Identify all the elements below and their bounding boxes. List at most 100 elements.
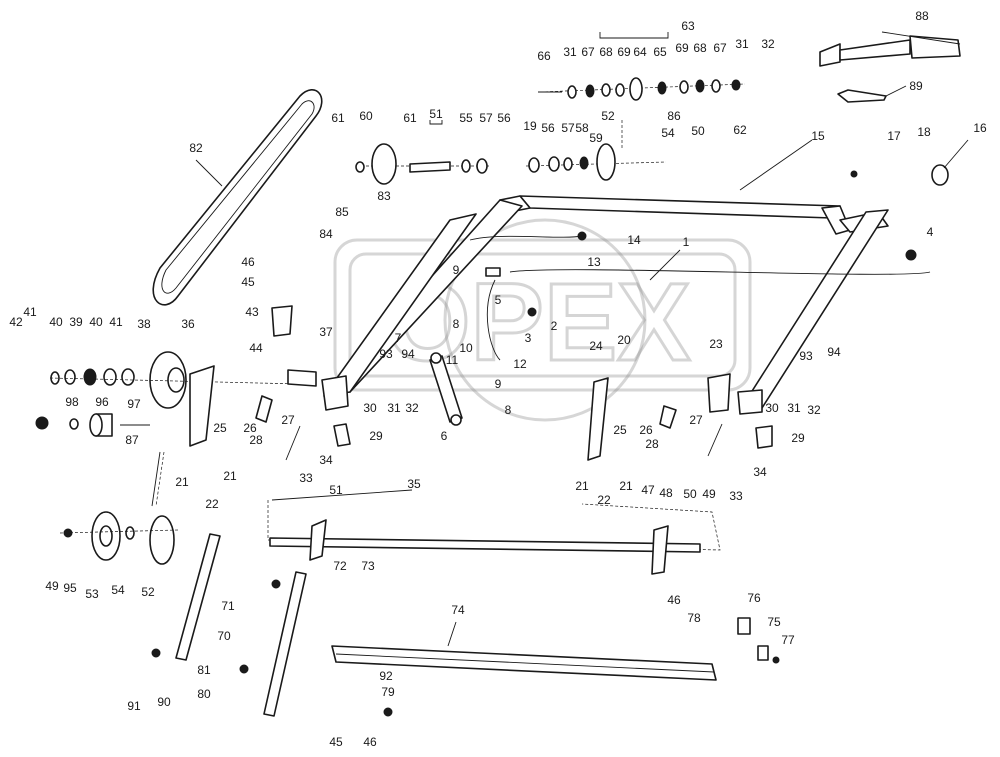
callout-90: 90 bbox=[157, 695, 171, 709]
bracket-20 bbox=[587, 377, 609, 461]
callout-76: 76 bbox=[747, 591, 761, 605]
bearing-39 bbox=[83, 368, 97, 386]
callout-2: 2 bbox=[551, 319, 558, 333]
callout-33-2: 33 bbox=[729, 489, 743, 503]
bearing-67 bbox=[585, 84, 595, 98]
pulley-53-hub bbox=[99, 525, 113, 547]
frame-right-leg bbox=[739, 209, 889, 411]
callout-30: 30 bbox=[363, 401, 377, 415]
callout-44: 44 bbox=[249, 341, 263, 355]
callout-63: 63 bbox=[681, 19, 695, 33]
right-bracket bbox=[587, 373, 773, 461]
leader-lines bbox=[195, 31, 969, 647]
shaft-35 bbox=[269, 537, 701, 553]
sprocket-64 bbox=[629, 77, 643, 101]
callout-23: 23 bbox=[709, 337, 723, 351]
callout-6: 6 bbox=[441, 429, 448, 443]
nut-81 bbox=[239, 664, 249, 674]
callout-43: 43 bbox=[245, 305, 259, 319]
sprocket-52 bbox=[149, 515, 175, 565]
callout-68: 68 bbox=[599, 45, 613, 59]
callout-9-2: 9 bbox=[495, 377, 502, 391]
bracket-36 bbox=[189, 365, 215, 447]
washer-54 bbox=[125, 526, 135, 540]
pulley-hub bbox=[167, 367, 185, 393]
callout-9: 9 bbox=[453, 263, 460, 277]
hydraulic-hose-13 bbox=[469, 235, 583, 241]
leader-89 bbox=[885, 85, 907, 97]
callout-13: 13 bbox=[587, 255, 601, 269]
callout-25: 25 bbox=[213, 421, 227, 435]
cap-16 bbox=[931, 164, 949, 186]
callout-27-2: 27 bbox=[689, 413, 703, 427]
callout-69-2: 69 bbox=[675, 41, 689, 55]
callout-70: 70 bbox=[217, 629, 231, 643]
callout-31: 31 bbox=[387, 401, 401, 415]
callout-65: 65 bbox=[653, 45, 667, 59]
callout-71: 71 bbox=[221, 599, 235, 613]
callout-7: 7 bbox=[395, 331, 402, 345]
callout-56: 56 bbox=[497, 111, 511, 125]
callout-50-2: 50 bbox=[691, 124, 705, 138]
callout-79: 79 bbox=[381, 685, 395, 699]
chain-87-links bbox=[155, 451, 165, 507]
callout-32-2: 32 bbox=[761, 37, 775, 51]
callout-8: 8 bbox=[453, 317, 460, 331]
callout-45: 45 bbox=[241, 275, 255, 289]
callout-27: 27 bbox=[281, 413, 295, 427]
hydraulic-hose-12 bbox=[486, 279, 501, 361]
callout-46-2: 46 bbox=[667, 593, 681, 607]
callout-58: 58 bbox=[575, 121, 589, 135]
callout-33: 33 bbox=[299, 471, 313, 485]
callout-40-2: 40 bbox=[89, 315, 103, 329]
callout-4: 4 bbox=[927, 225, 934, 239]
callout-88: 88 bbox=[915, 9, 929, 23]
left-bracket bbox=[189, 305, 351, 461]
callout-59: 59 bbox=[589, 131, 603, 145]
callout-41-2: 41 bbox=[109, 315, 123, 329]
clamp-29-right bbox=[755, 425, 773, 449]
shaft-51 bbox=[409, 161, 451, 173]
drive-lower-left bbox=[59, 451, 179, 565]
callout-19: 19 bbox=[523, 119, 537, 133]
callout-49: 49 bbox=[45, 579, 59, 593]
callout-50: 50 bbox=[683, 487, 697, 501]
hydraulic-cylinder bbox=[429, 352, 463, 426]
callout-20: 20 bbox=[617, 333, 631, 347]
callout-96: 96 bbox=[95, 395, 109, 409]
mid-shaft-parts bbox=[355, 120, 949, 186]
callout-77: 77 bbox=[781, 633, 795, 647]
rail-90 bbox=[175, 533, 221, 661]
ring-19 bbox=[528, 157, 540, 173]
nut-46-bottom bbox=[383, 707, 393, 717]
callout-14: 14 bbox=[627, 233, 641, 247]
bushing-57-b bbox=[563, 157, 573, 171]
callout-8-2: 8 bbox=[505, 403, 512, 417]
callout-29-2: 29 bbox=[791, 431, 805, 445]
washer-98 bbox=[69, 418, 79, 430]
plate-75 bbox=[757, 645, 769, 661]
callout-53: 53 bbox=[85, 587, 99, 601]
main-frame bbox=[321, 195, 889, 415]
callout-34: 34 bbox=[319, 453, 333, 467]
shaft-88 bbox=[839, 39, 911, 61]
callout-94: 94 bbox=[401, 347, 415, 361]
fitting-14 bbox=[577, 231, 587, 241]
tee-fitting-5 bbox=[485, 267, 501, 277]
leader-35 bbox=[271, 489, 413, 501]
paddle-left bbox=[309, 519, 327, 561]
clamp-29-left bbox=[333, 423, 351, 447]
callout-49-2: 49 bbox=[702, 487, 716, 501]
callout-40: 40 bbox=[49, 315, 63, 329]
coupling-parts bbox=[737, 35, 961, 664]
leader-16 bbox=[943, 139, 969, 169]
callout-78: 78 bbox=[687, 611, 701, 625]
leader-82 bbox=[195, 159, 223, 187]
callout-54-2: 54 bbox=[661, 126, 675, 140]
callout-55: 55 bbox=[459, 111, 473, 125]
bolt-33-right bbox=[707, 423, 723, 457]
callout-47: 47 bbox=[641, 483, 655, 497]
bolt-71 bbox=[271, 579, 281, 589]
fitting-2 bbox=[527, 307, 537, 317]
